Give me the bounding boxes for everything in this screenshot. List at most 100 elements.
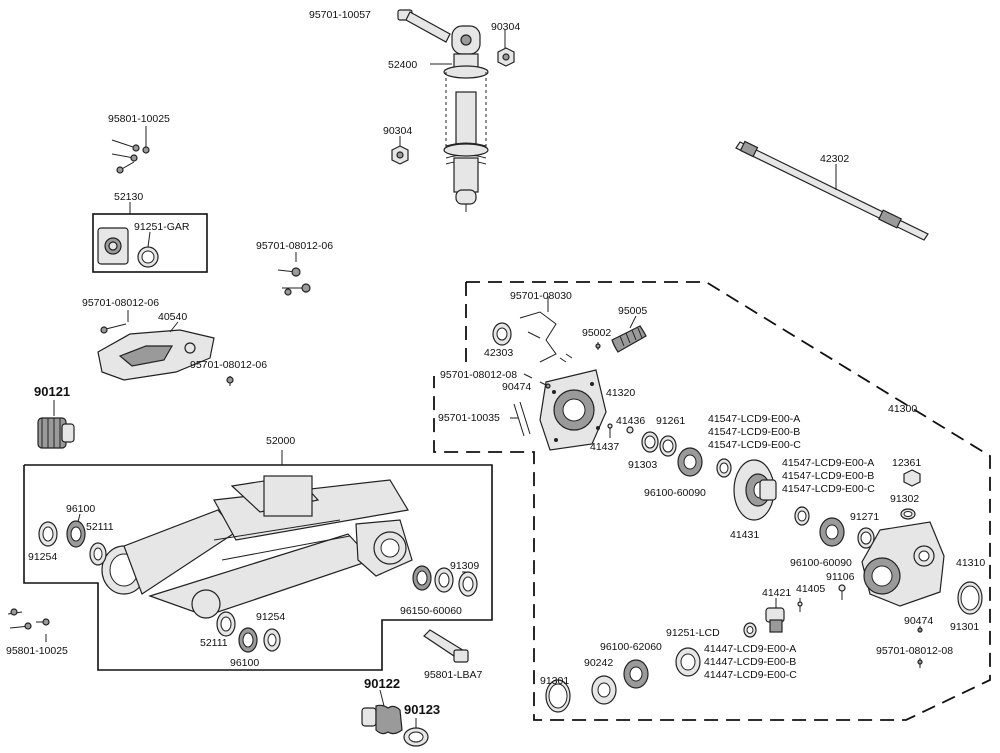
shim-41447	[743, 622, 757, 638]
collar-52111-left	[89, 542, 107, 566]
label-95701-08012-06-lower: 95701-08012-06	[190, 359, 267, 371]
seal-42303	[492, 322, 512, 346]
bolt-95801-lba7	[423, 629, 469, 663]
plug-90474-top	[539, 381, 551, 389]
bolts-95701-10035	[510, 401, 531, 437]
bolt-95701-08012-06-left	[100, 310, 129, 334]
bolt-95701-08012-06-lower	[226, 376, 234, 386]
label-41547-a-top: 41547-LCD9-E00-A	[708, 413, 800, 425]
ring-91301-left	[545, 679, 571, 713]
seal-91309	[458, 571, 478, 597]
nut-90304-lower	[391, 145, 409, 165]
label-96100-62060: 96100-62060	[600, 641, 662, 653]
ring-gear-41431	[733, 459, 777, 521]
label-91254-left: 91254	[28, 551, 57, 563]
label-95801-lba7: 95801-LBA7	[424, 669, 483, 681]
shim-41547-left	[716, 458, 732, 478]
pinion-41421	[765, 598, 785, 633]
label-90304-top: 90304	[491, 21, 520, 33]
label-42303: 42303	[484, 347, 513, 359]
label-91251-gar: 91251-GAR	[134, 221, 190, 233]
label-90122: 90122	[364, 676, 400, 691]
label-91301-left: 91301	[540, 675, 569, 687]
label-96100-left: 96100	[66, 503, 95, 515]
label-96100-60090-right: 96100-60090	[790, 557, 852, 569]
label-41547-c-top: 41547-LCD9-E00-C	[708, 439, 801, 451]
label-95701-08012-06-left: 95701-08012-06	[82, 297, 159, 309]
bearing-96100-62060	[623, 659, 649, 689]
bearing-96100-left	[66, 513, 86, 548]
label-96100-right: 96100	[230, 657, 259, 669]
label-90121: 90121	[34, 384, 70, 399]
label-91271: 91271	[850, 511, 879, 523]
bushing-90121	[37, 400, 75, 449]
pin-41436	[626, 426, 634, 434]
label-41310: 41310	[956, 557, 985, 569]
label-95701-08012-08-bottom: 95701-08012-08	[876, 645, 953, 657]
gear-case-41310	[861, 521, 945, 607]
label-90242: 90242	[584, 657, 613, 669]
label-41447-a: 41447-LCD9-E00-A	[704, 643, 796, 655]
label-91303: 91303	[628, 459, 657, 471]
bearing-96100-60090-right	[819, 517, 845, 547]
bolts-95801-10025-top	[111, 126, 150, 174]
ring-91301-right	[957, 581, 983, 615]
label-40540: 40540	[158, 311, 187, 323]
plug-90474-bottom	[917, 626, 923, 633]
bolts-95701-08012-06-middle	[277, 252, 311, 296]
bearing-96100-60090-left	[677, 447, 703, 477]
label-95701-10057: 95701-10057	[309, 9, 371, 21]
bolt-95701-08012-08-bottom	[917, 658, 923, 668]
nut-90304-top	[497, 47, 515, 67]
label-41300: 41300	[888, 403, 917, 415]
part-labels: 95701-10057 90304 52400 90304 95801-1002…	[6, 9, 985, 717]
plug-12361	[903, 469, 921, 487]
label-41547-b-top: 41547-LCD9-E00-B	[708, 426, 800, 438]
housing-41320	[539, 369, 607, 451]
ring-91302	[900, 508, 916, 520]
boot-90122	[361, 689, 403, 735]
label-42302: 42302	[820, 153, 849, 165]
label-91106: 91106	[826, 571, 855, 583]
label-96150-60060: 96150-60060	[400, 605, 462, 617]
label-95002: 95002	[582, 327, 611, 339]
label-41447-b: 41447-LCD9-E00-B	[704, 656, 796, 668]
label-95801-10025-top: 95801-10025	[108, 113, 170, 125]
label-41405: 41405	[796, 583, 825, 595]
label-12361: 12361	[892, 457, 921, 469]
label-52111-left: 52111	[86, 521, 114, 533]
pin-41405	[797, 598, 803, 612]
label-95701-08030: 95701-08030	[510, 290, 572, 302]
label-91309: 91309	[450, 560, 479, 572]
seal-91254-right	[263, 628, 281, 652]
fitting-95002	[595, 342, 601, 350]
label-95701-08012-06-middle: 95701-08012-06	[256, 240, 333, 252]
kit-outline-41300	[433, 281, 991, 721]
wire-bracket-95701-08030	[519, 296, 573, 363]
kit-box-52130	[92, 213, 208, 273]
label-91302: 91302	[890, 493, 919, 505]
bolts-95801-10025-bottom	[7, 608, 50, 642]
label-41547-c-right: 41547-LCD9-E00-C	[782, 483, 875, 495]
label-41437: 41437	[590, 441, 619, 453]
shim-41547-right	[794, 506, 810, 526]
label-41436: 41436	[616, 415, 645, 427]
seal-91254-left	[38, 521, 58, 547]
nut-90242	[591, 675, 617, 705]
label-96100-60090-left: 96100-60090	[644, 487, 706, 499]
collar-52111-right	[216, 611, 236, 637]
label-41547-a-right: 41547-LCD9-E00-A	[782, 457, 874, 469]
bolt-95701-10057	[397, 9, 451, 43]
swing-arm-52000	[101, 475, 413, 619]
seal-91261	[659, 435, 677, 457]
label-41421: 41421	[762, 587, 791, 599]
label-91261: 91261	[656, 415, 685, 427]
clamp-90123	[403, 718, 429, 747]
bearing-96100-right	[238, 627, 258, 653]
label-91254-right: 91254	[256, 611, 285, 623]
bearing-96150-60060	[412, 565, 454, 593]
label-41447-c: 41447-LCD9-E00-C	[704, 669, 797, 681]
bracket-plate-52130	[97, 227, 129, 265]
bracket-40540	[97, 321, 215, 381]
